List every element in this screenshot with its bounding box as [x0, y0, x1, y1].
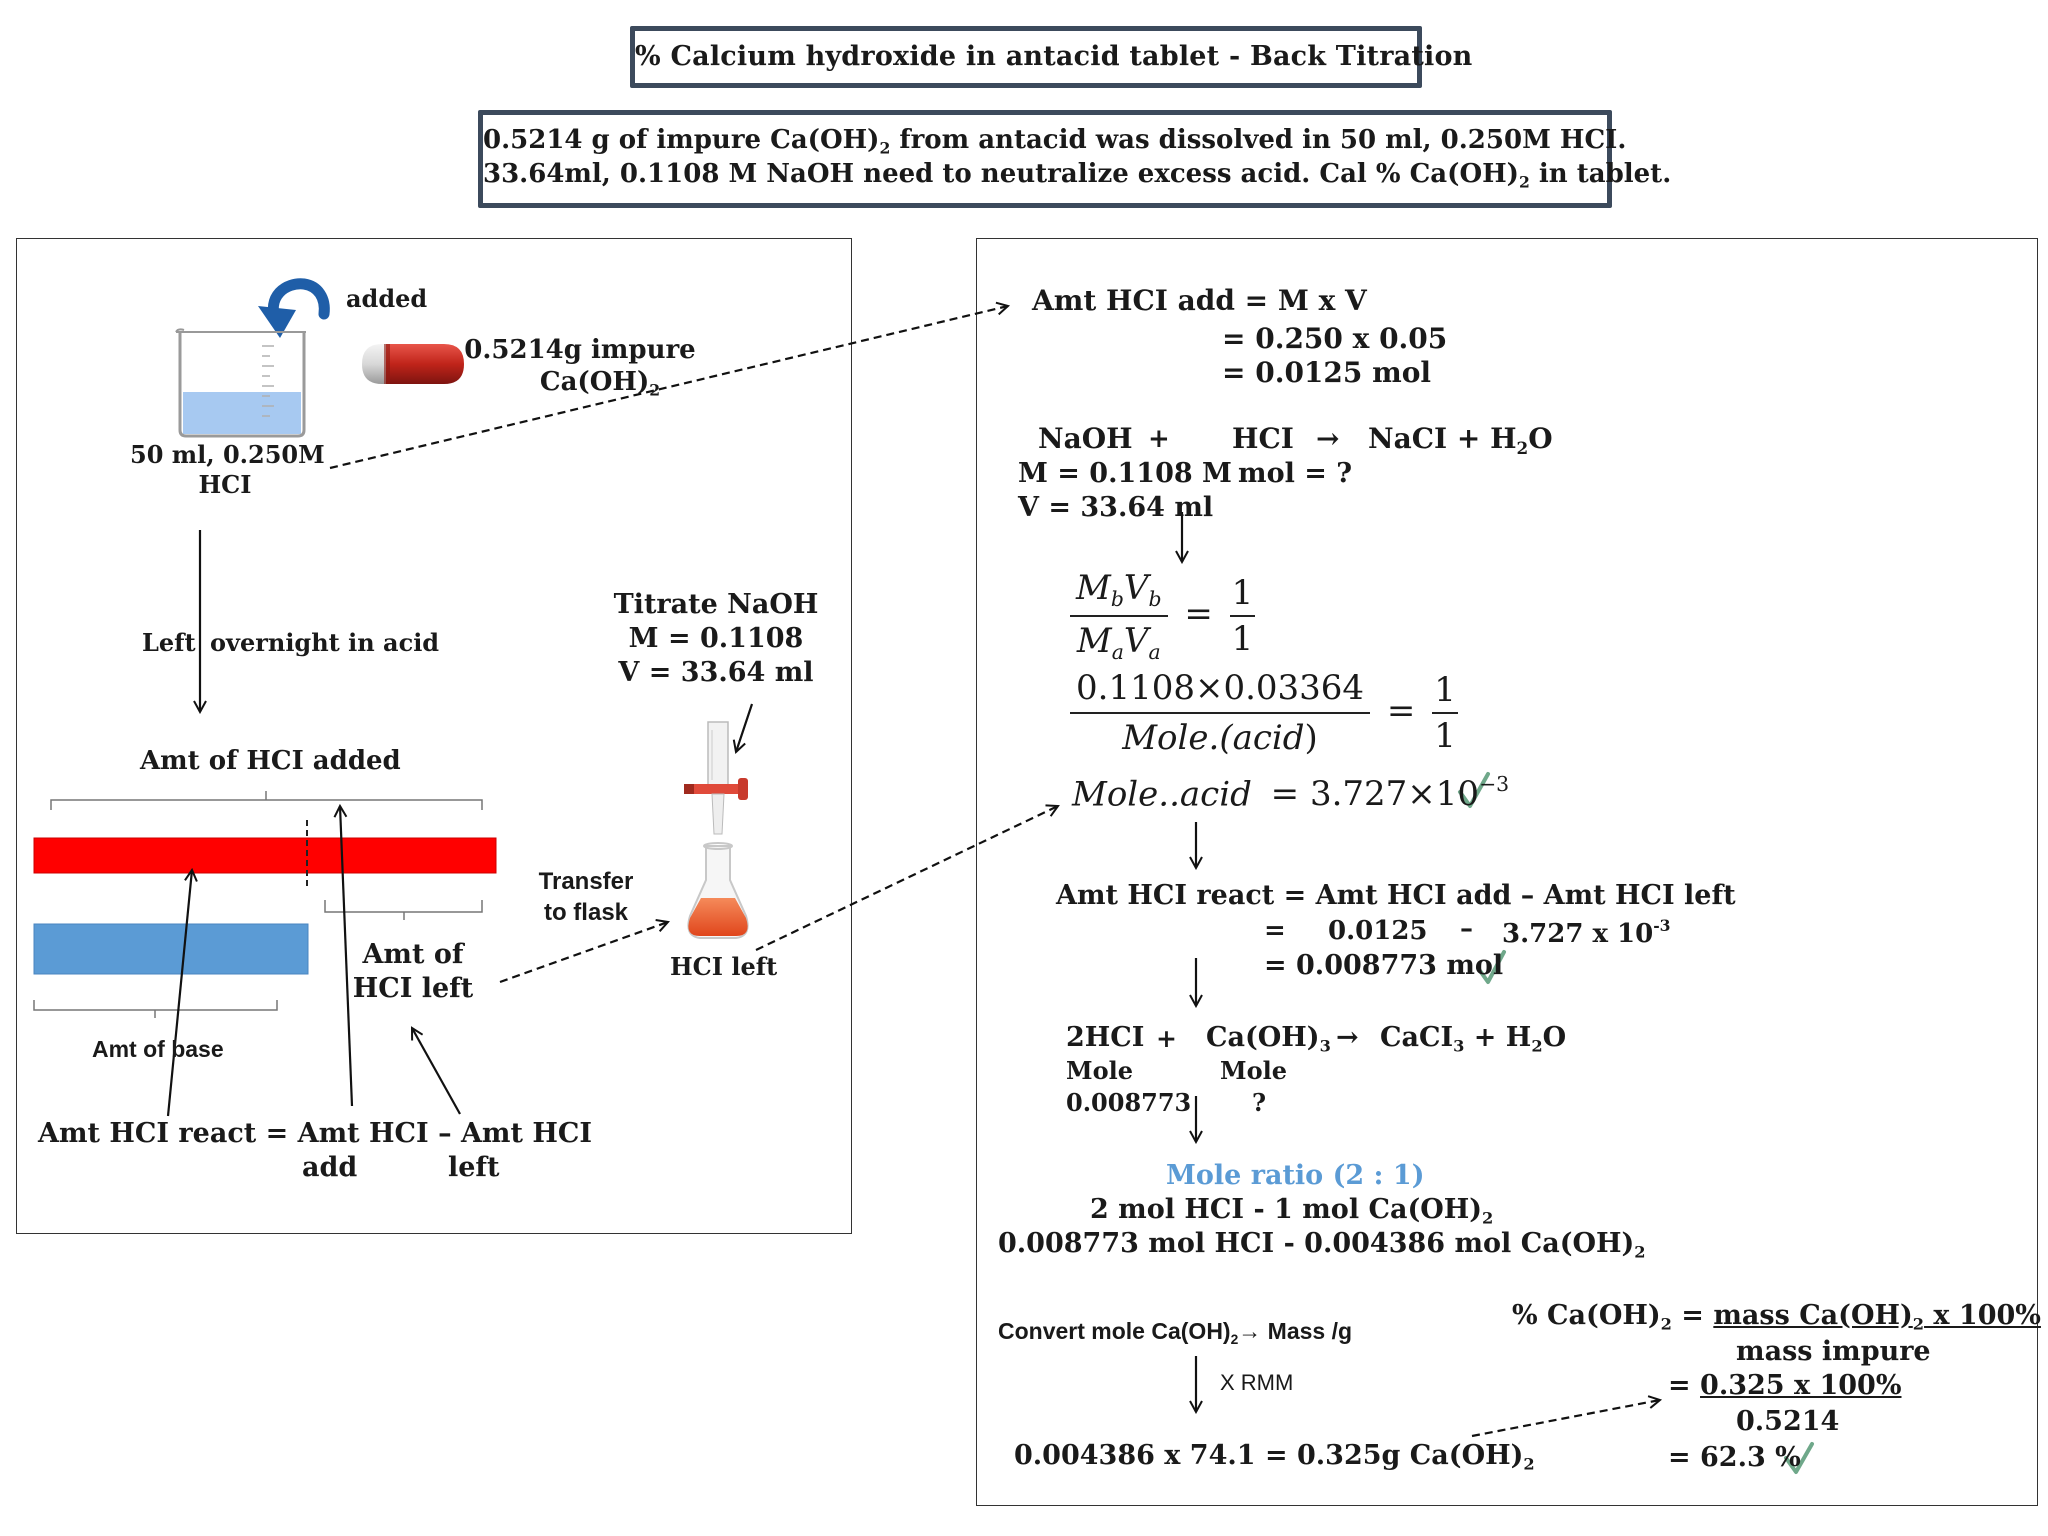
react-line-2-val: 0.0125 [1328, 916, 1428, 946]
rx2-plus: + [1156, 1024, 1177, 1053]
rx2-value: 0.008773 [1066, 1088, 1192, 1117]
flask-icon [687, 842, 749, 939]
amt-hcl-left-label: Amt of HCI left [352, 939, 474, 1004]
percent-line-4: 0.5214 [1736, 1406, 1840, 1437]
fraction-values: 0.1108×0.03364 Mole.(acid) [1070, 668, 1371, 758]
problem-line-2: 33.64ml, 0.1108 M NaOH need to neutraliz… [483, 159, 1672, 192]
tablet-mass: 0.5214g impure [464, 335, 696, 365]
problem-line-1: 0.5214 g of impure Ca(OH)2 from antacid … [483, 125, 1627, 158]
rx1-plus: + [1148, 424, 1170, 454]
capsule-icon [362, 344, 464, 384]
percent-line-3: = 0.325 x 100% [1668, 1370, 1902, 1401]
added-label: added [346, 284, 428, 313]
arrow-to-red-bar-left [166, 870, 192, 1117]
react-line-2-eq: = [1264, 916, 1286, 946]
rx2-products: CaCI3 + H2O [1380, 1022, 1567, 1056]
mole-ratio-line-2: 0.008773 mol HCI - 0.004386 mol Ca(OH)2 [998, 1228, 1646, 1262]
react-line-1: Amt HCI react = Amt HCI add – Amt HCI le… [1056, 880, 1736, 911]
page-title: % Calcium hydroxide in antacid tablet - … [635, 41, 1473, 72]
arrow-to-red-bar-top [340, 806, 354, 1107]
fraction-values-equation: 0.1108×0.03364 Mole.(acid) = 1 1 [1070, 668, 1458, 758]
tablet-formula: Ca(OH)2 [539, 367, 661, 400]
curved-arrow-icon [258, 278, 330, 338]
rx1-molarity: M = 0.1108 M [1018, 458, 1232, 489]
percent-line-1: % Ca(OH)2 = mass Ca(OH)2 x 100% [1512, 1300, 2041, 1334]
bracket-amt-base [33, 1000, 278, 1018]
react-equation-left-word: left [448, 1152, 500, 1183]
amt-hcl-added-label: Amt of HCI added [140, 746, 401, 776]
rx1-hcl: HCI [1232, 422, 1294, 455]
percent-result: = 62.3 % [1668, 1442, 1801, 1473]
fraction-ratio-2: 1 1 [1432, 670, 1458, 756]
step1-line1: Amt HCI add = M x V [1032, 284, 1367, 317]
react-equation-left: Amt HCI react = Amt HCI – Amt HCI [38, 1118, 592, 1149]
dashed-arrow-to-mole-acid [755, 806, 1058, 951]
dashed-arrow-to-percent [1471, 1400, 1660, 1438]
convert-label: Convert mole Ca(OH)2→ Mass /g [998, 1318, 1353, 1347]
bracket-hcl-added [50, 791, 483, 810]
burette-icon [684, 721, 748, 835]
mass-result: 0.004386 x 74.1 = 0.325g Ca(OH)2 [1014, 1440, 1535, 1474]
mole-ratio-line-1: 2 mol HCI - 1 mol Ca(OH)2 [1090, 1194, 1494, 1228]
check-icon [1476, 950, 1506, 984]
amt-base-label: Amt of base [92, 1036, 224, 1062]
check-icon [1784, 1442, 1814, 1474]
title-box: % Calcium hydroxide in antacid tablet - … [630, 26, 1473, 88]
step1-line2: = 0.250 x 0.05 [1222, 322, 1448, 355]
fraction-ratio-1: 1 1 [1229, 573, 1256, 660]
hcl-left-flask-label: HCI left [670, 952, 778, 981]
bracket-hcl-left [324, 900, 483, 920]
rx2-arrow: → [1336, 1022, 1359, 1053]
rx2-mole-1: Mole [1066, 1056, 1133, 1085]
red-bar-hcl-added [33, 837, 497, 874]
blue-bar-base [33, 923, 309, 975]
left-panel [16, 238, 852, 1234]
dashed-arrow-transfer [499, 922, 668, 984]
react-line-2-left: 3.727 x 10-3 [1502, 916, 1671, 949]
left-word: Left [142, 628, 196, 657]
transfer-label: Transfer to flask [538, 868, 634, 926]
rx1-volume: V = 33.64 ml [1018, 492, 1214, 523]
rx1-naoh: NaOH [1038, 422, 1133, 455]
right-panel [976, 238, 2038, 1506]
react-line-3: = 0.008773 mol [1264, 950, 1504, 981]
problem-box: 0.5214 g of impure Ca(OH)2 from antacid … [478, 110, 1672, 208]
xrmm-label: X RMM [1220, 1370, 1294, 1395]
rx2-mole-2: Mole [1220, 1056, 1287, 1085]
arrow-to-burette [736, 703, 754, 752]
react-equation-add: add [302, 1152, 358, 1183]
percent-line-2: mass impure [1736, 1336, 1931, 1367]
fraction-mv-equation: MbVb MaVa = 1 1 [1070, 568, 1256, 664]
mole-ratio-title: Mole ratio (2 : 1) [1166, 1160, 1425, 1191]
rx2-caoh: Ca(OH)3 [1206, 1022, 1331, 1056]
overnight-label: overnight in acid [210, 628, 440, 657]
rx2-hcl: 2HCI [1066, 1022, 1145, 1053]
tablet-label: 0.5214g impure Ca(OH)2 [464, 334, 696, 406]
beaker-icon [175, 328, 306, 438]
check-icon [1458, 772, 1490, 808]
rx1-arrow: → [1316, 422, 1340, 455]
arrow-to-hcl-left [412, 1028, 461, 1115]
rx2-unknown: ? [1252, 1088, 1267, 1117]
fraction-mv: MbVb MaVa [1070, 568, 1168, 664]
step1-line3: = 0.0125 mol [1222, 356, 1432, 389]
beaker-label: 50 ml, 0.250M HCI [130, 440, 325, 499]
mole-acid-result: Mole..acid = 3.727×10−3 [1072, 772, 1510, 815]
titrate-label: Titrate NaOH M = 0.1108 V = 33.64 ml [613, 589, 819, 688]
rx1-mol-unknown: mol = ? [1238, 458, 1353, 489]
rx1-products: NaCI + H2O [1368, 422, 1553, 458]
react-line-2-minus: – [1460, 914, 1473, 944]
